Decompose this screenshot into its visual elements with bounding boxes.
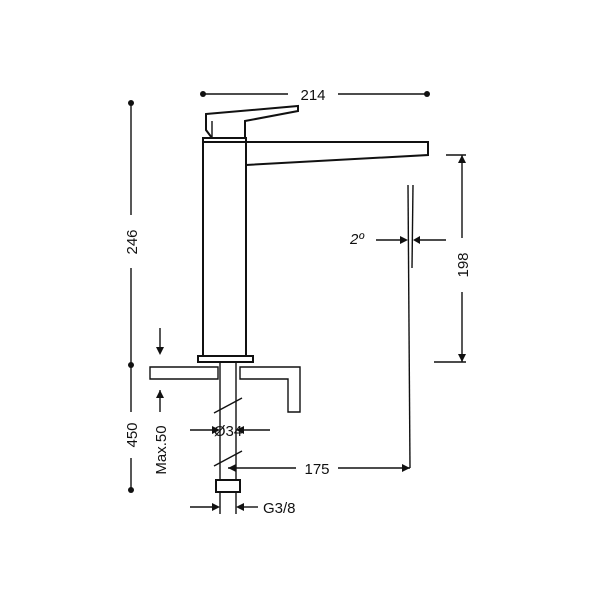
width-label: 214 xyxy=(300,87,325,104)
total-height-label: 246 xyxy=(124,229,141,254)
reach-label: 175 xyxy=(304,461,329,478)
max-thickness-label: Max.50 xyxy=(153,425,170,474)
mount-height-label: 450 xyxy=(124,422,141,447)
mount-height-dimension: 450 xyxy=(124,365,141,493)
connection-label: G3/8 xyxy=(263,500,296,517)
connection-dimension: G3/8 xyxy=(190,492,296,517)
max-thickness-dimension: Max.50 xyxy=(153,328,170,475)
hole-diameter-dimension: Ø34 xyxy=(190,423,270,440)
total-height-dimension: 246 xyxy=(124,100,141,368)
width-dimension: 214 xyxy=(200,87,430,104)
spout-height-dimension: 198 xyxy=(434,154,472,363)
supply-tube xyxy=(213,362,243,493)
reach-dimension: 175 xyxy=(228,461,410,478)
angle-label: 2º xyxy=(349,231,365,248)
water-stream xyxy=(407,184,414,469)
faucet-body xyxy=(197,104,429,363)
hole-diameter-label: Ø34 xyxy=(214,423,242,440)
countertop-section xyxy=(149,366,301,413)
angle-dimension: 2º xyxy=(349,231,446,248)
spout-height-label: 198 xyxy=(455,252,472,277)
